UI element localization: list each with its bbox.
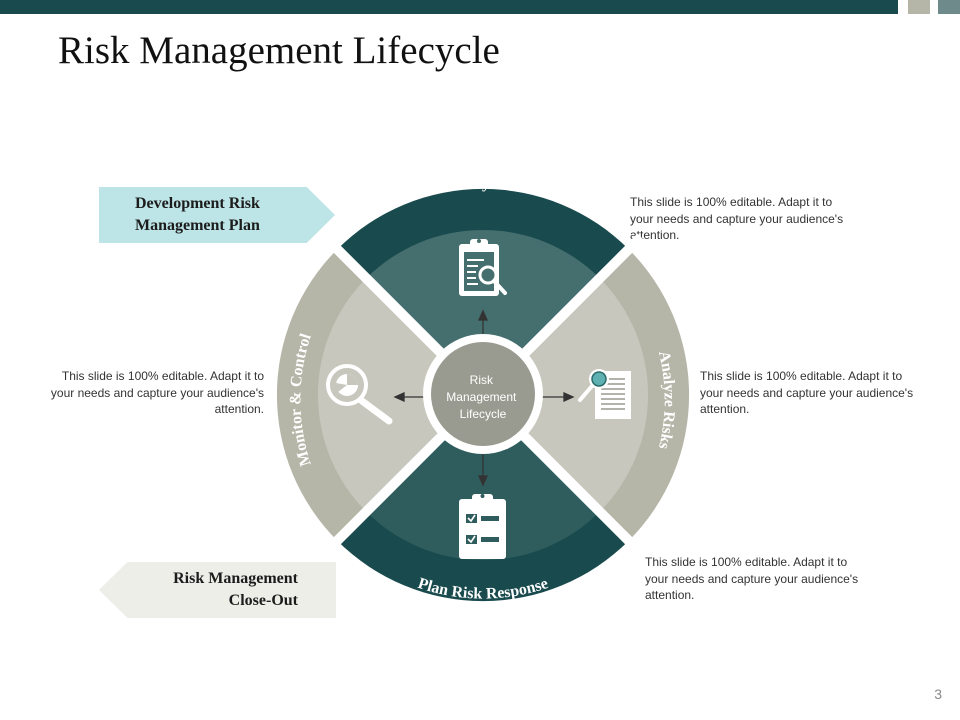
slide-title: Risk Management Lifecycle xyxy=(58,29,500,72)
arrow-right-head xyxy=(563,391,575,403)
arrow-up-head xyxy=(477,309,489,321)
identify-risks-label: Identify Risks xyxy=(433,175,534,197)
svg-text:Risk Management Lifecy: Risk Management Lifecycle xyxy=(446,373,519,421)
plan-description: This slide is 100% editable. Adapt it to… xyxy=(645,555,859,602)
clipboard-magnifier-icon xyxy=(459,239,507,296)
close-out-tag-line-1: Risk Management xyxy=(173,570,298,587)
identify-description: This slide is 100% editable. Adapt it to… xyxy=(630,195,844,242)
center-label-line-2: Management xyxy=(446,390,517,404)
magnifier-pie-chart-icon xyxy=(326,364,393,425)
development-plan-tag-line-2: Management Plan xyxy=(135,217,260,234)
top-accent-square-gray xyxy=(908,0,930,14)
close-out-tag-line-2: Close-Out xyxy=(228,592,298,609)
svg-text:Identify Risks: Identify Risks xyxy=(433,175,534,197)
center-hub xyxy=(431,342,535,446)
top-accent-bar xyxy=(0,0,898,14)
checklist-clipboard-icon xyxy=(459,494,506,559)
development-plan-tag-line-1: Development Risk xyxy=(135,195,260,212)
page-number: 3 xyxy=(934,686,942,702)
arrow-down-head xyxy=(477,475,489,487)
document-magnifier-icon xyxy=(578,369,631,419)
arrow-left-head xyxy=(393,391,405,403)
analyze-risks-label: Analyze Risks xyxy=(655,349,678,450)
monitor-description: This slide is 100% editable. Adapt it to… xyxy=(50,369,264,416)
svg-text:Analyze Risks: Analyze Risks xyxy=(655,349,678,450)
analyze-description: This slide is 100% editable. Adapt it to… xyxy=(700,369,914,416)
center-label-line-3: Lifecycle xyxy=(460,407,507,421)
center-label-line-1: Risk xyxy=(470,373,494,387)
top-accent-square-teal xyxy=(938,0,960,14)
